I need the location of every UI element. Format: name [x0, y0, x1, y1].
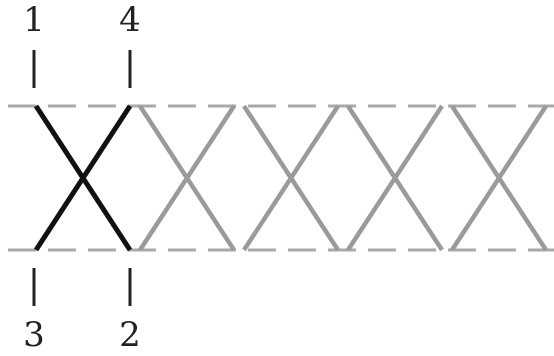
crossing-strokes	[33, 104, 548, 252]
label-bottom-left: 3	[23, 315, 45, 355]
crossing-1-stroke-b	[33, 104, 133, 252]
label-top-right: 4	[119, 0, 141, 40]
crossing-2-stroke-b	[138, 104, 236, 252]
label-bottom-right: 2	[119, 315, 141, 355]
label-top-left: 1	[23, 0, 45, 40]
crossing-5-stroke-b	[450, 104, 548, 252]
crossing-4-stroke-b	[346, 104, 444, 252]
crossing-3-stroke-b	[242, 104, 340, 252]
